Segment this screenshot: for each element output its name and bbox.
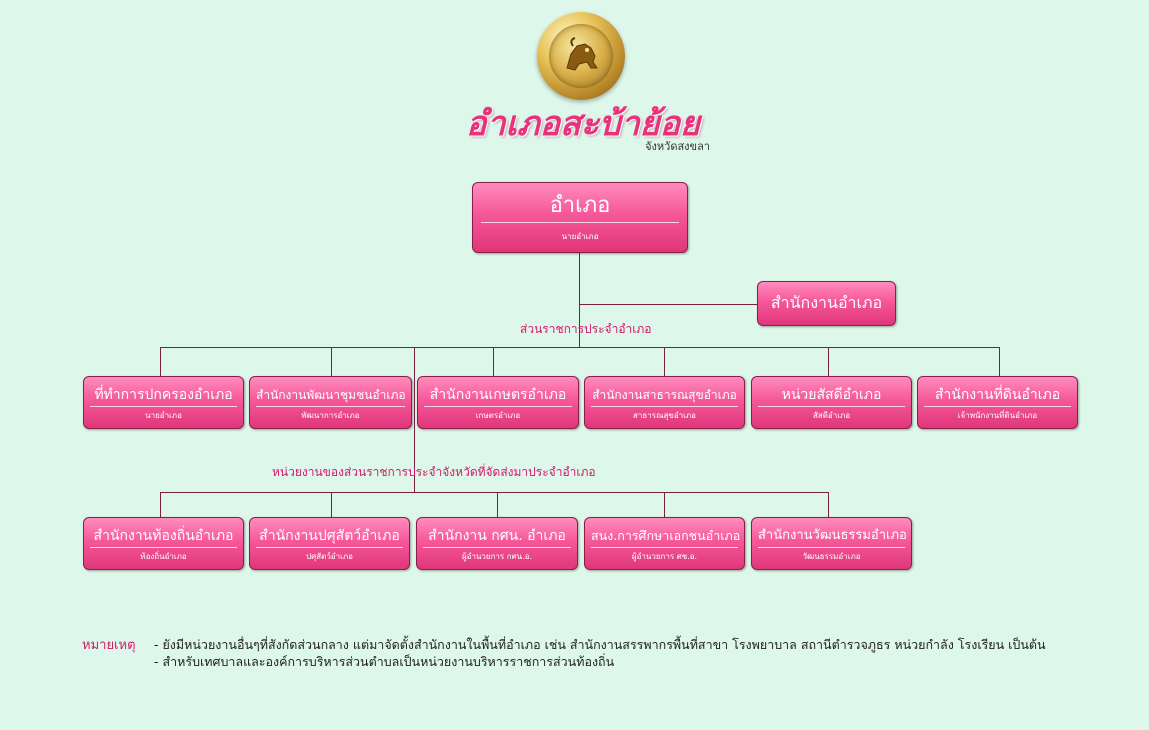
district-seal-logo — [537, 12, 625, 100]
row1-box-subtitle: เกษตรอำเภอ — [475, 411, 521, 420]
govt-units-label: ส่วนราชการประจำอำเภอ — [520, 322, 652, 336]
connector-row2-drop-1 — [160, 492, 161, 517]
row2-box-subtitle: วัฒนธรรมอำเภอ — [802, 552, 861, 561]
row2-box-title: สำนักงาน กศน. อำเภอ — [423, 527, 571, 548]
row1-box-title: สำนักงานที่ดินอำเภอ — [924, 386, 1071, 407]
province-subtitle: จังหวัดสงขลา — [645, 140, 710, 153]
row1-box-subtitle: นายอำเภอ — [145, 411, 182, 420]
row1-box-title: ที่ทำการปกครองอำเภอ — [90, 386, 237, 407]
row1-box-5: หน่วยสัสดีอำเภอ สัสดีอำเภอ — [751, 376, 912, 429]
connector-row1-drop-1 — [160, 347, 161, 376]
connector-office-horizontal — [579, 304, 757, 305]
notes-heading: หมายเหตุ — [82, 638, 136, 653]
connector-main-vertical — [579, 253, 580, 347]
row2-box-5: สำนักงานวัฒนธรรมอำเภอ วัฒนธรรมอำเภอ — [751, 517, 912, 570]
row1-box-subtitle: สัสดีอำเภอ — [812, 411, 851, 420]
connector-row2-drop-4 — [664, 492, 665, 517]
row2-box-subtitle: ผู้อำนวยการ ศช.อ. — [631, 552, 698, 561]
row2-box-subtitle: ท้องถิ่นอำเภอ — [140, 552, 187, 561]
row1-box-3: สำนักงานเกษตรอำเภอ เกษตรอำเภอ — [417, 376, 579, 429]
row1-box-title: สำนักงานพัฒนาชุมชนอำเภอ — [256, 386, 406, 407]
row1-box-subtitle: เจ้าพนักงานที่ดินอำเภอ — [957, 411, 1038, 420]
notes-line-2: - สำหรับเทศบาลและองค์การบริหารส่วนตำบลเป… — [154, 654, 615, 669]
row1-box-1: ที่ทำการปกครองอำเภอ นายอำเภอ — [83, 376, 244, 429]
row2-box-2: สำนักงานปศุสัตว์อำเภอ ปศุสัตว์อำเภอ — [249, 517, 410, 570]
row1-box-4: สำนักงานสาธารณสุขอำเภอ สาธารณสุขอำเภอ — [584, 376, 745, 429]
district-head-subtitle: นายอำเภอ — [561, 232, 599, 241]
connector-row1-drop-3 — [493, 347, 494, 376]
connector-row1-drop-5 — [828, 347, 829, 376]
row2-box-subtitle: ผู้อำนวยการ กศน.อ. — [461, 552, 533, 561]
connector-provincial-vertical — [414, 347, 415, 492]
notes-line-1: - ยังมีหน่วยงานอื่นๆที่สังกัดส่วนกลาง แต… — [154, 637, 1046, 652]
connector-row2-drop-2 — [331, 492, 332, 517]
connector-row1-drop-4 — [664, 347, 665, 376]
row2-box-4: สนง.การศึกษาเอกชนอำเภอ ผู้อำนวยการ ศช.อ. — [584, 517, 745, 570]
row2-box-title: สนง.การศึกษาเอกชนอำเภอ — [591, 527, 740, 548]
district-name-title: อำเภอสะบ้าย้อย — [466, 104, 700, 144]
district-office-title: สำนักงานอำเภอ — [770, 293, 883, 312]
district-head-box: อำเภอ นายอำเภอ — [472, 182, 688, 253]
district-office-box: สำนักงานอำเภอ — [757, 281, 896, 326]
row2-box-title: สำนักงานท้องถิ่นอำเภอ — [90, 527, 237, 548]
connector-row1-drop-2 — [331, 347, 332, 376]
row1-box-title: สำนักงานเกษตรอำเภอ — [424, 386, 572, 407]
row1-box-6: สำนักงานที่ดินอำเภอ เจ้าพนักงานที่ดินอำเ… — [917, 376, 1078, 429]
connector-row1-horizontal — [160, 347, 1000, 348]
connector-row2-drop-5 — [828, 492, 829, 517]
row2-box-subtitle: ปศุสัตว์อำเภอ — [306, 552, 353, 561]
row2-box-1: สำนักงานท้องถิ่นอำเภอ ท้องถิ่นอำเภอ — [83, 517, 244, 570]
row2-box-title: สำนักงานวัฒนธรรมอำเภอ — [758, 527, 907, 548]
row2-box-title: สำนักงานปศุสัตว์อำเภอ — [256, 527, 403, 548]
district-head-title: อำเภอ — [481, 192, 679, 223]
row1-box-title: สำนักงานสาธารณสุขอำเภอ — [591, 386, 738, 407]
row1-box-2: สำนักงานพัฒนาชุมชนอำเภอ พัฒนาการอำเภอ — [249, 376, 412, 429]
row1-box-subtitle: พัฒนาการอำเภอ — [301, 411, 360, 420]
connector-row2-drop-3 — [497, 492, 498, 517]
row1-box-subtitle: สาธารณสุขอำเภอ — [633, 411, 696, 420]
row2-box-3: สำนักงาน กศน. อำเภอ ผู้อำนวยการ กศน.อ. — [416, 517, 578, 570]
row1-box-title: หน่วยสัสดีอำเภอ — [758, 386, 905, 407]
connector-row1-drop-6 — [999, 347, 1000, 376]
provincial-units-label: หน่วยงานของส่วนราชการประจำจังหวัดที่จัดส… — [272, 465, 596, 479]
connector-row2-horizontal — [160, 492, 828, 493]
